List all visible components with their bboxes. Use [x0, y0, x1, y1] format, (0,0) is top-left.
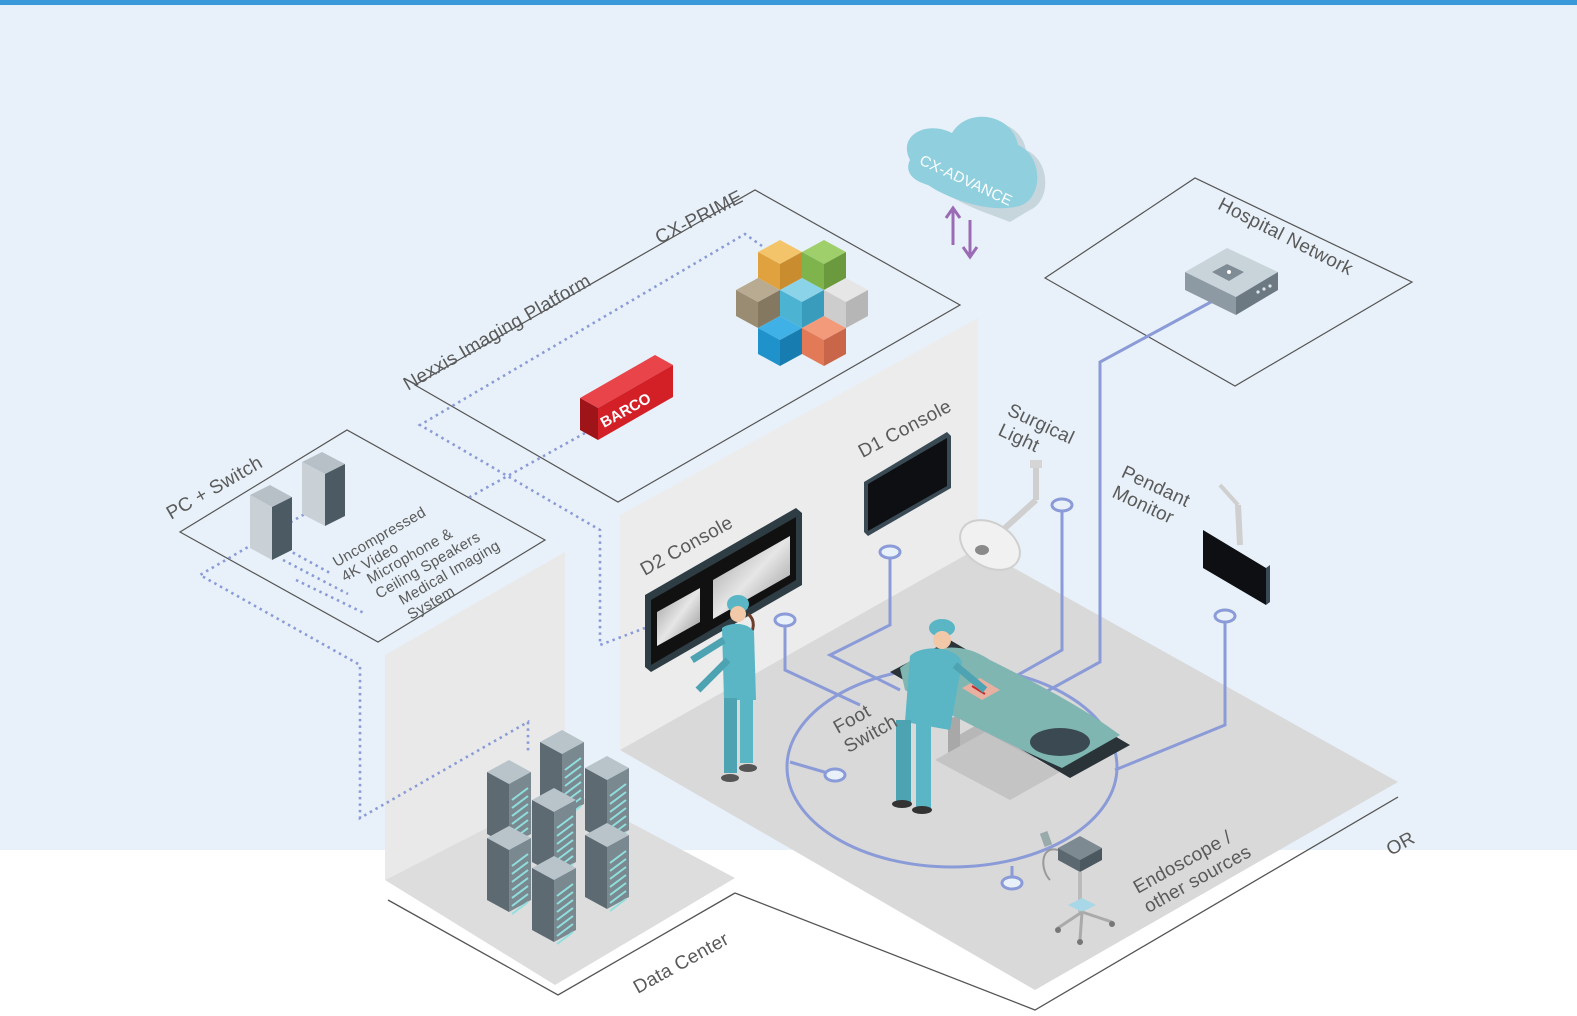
server-rack-slot	[564, 781, 582, 795]
top-accent-bar	[0, 0, 1577, 5]
router-icon	[1185, 248, 1278, 315]
cloud-icon	[906, 116, 1046, 222]
server-rack-face	[487, 838, 509, 912]
server-rack-slot	[511, 885, 529, 899]
server-rack-slot	[609, 898, 627, 912]
server-rack-slot	[609, 890, 627, 904]
connection-endpoints	[773, 497, 1237, 891]
server-rack-slot	[556, 891, 574, 905]
server-rack-slot	[564, 765, 582, 779]
server-rack-slot	[609, 882, 627, 896]
surgeon-figure-icon-2	[892, 619, 988, 814]
hospital-network-plane	[1043, 177, 1414, 387]
server-rack-slot	[556, 847, 574, 861]
pc-tower-icon-2	[302, 452, 345, 526]
server-rack-slot	[511, 811, 529, 825]
nexxis-platform-plane	[413, 189, 962, 503]
server-rack-slot	[609, 874, 627, 888]
server-rack-face	[532, 800, 554, 874]
server-rack-slot	[609, 799, 627, 813]
server-rack-slot	[556, 831, 574, 845]
server-rack-slot	[511, 795, 529, 809]
server-rack-slot	[609, 815, 627, 829]
dotted-connections	[197, 232, 763, 821]
server-rack-slot	[511, 877, 529, 891]
server-rack-slot	[511, 853, 529, 867]
server-rack-slot	[556, 839, 574, 853]
server-rack-slot	[511, 803, 529, 817]
server-rack-slot	[511, 869, 529, 883]
surgical-light-icon	[959, 460, 1042, 571]
server-rack-face	[585, 768, 607, 842]
server-rack-slot	[511, 893, 529, 907]
endoscope-cart-icon	[1039, 831, 1115, 945]
server-rack-slot	[556, 815, 574, 829]
pc-tower-icon	[250, 485, 292, 560]
server-rack-slot	[609, 866, 627, 880]
server-rack-slot	[609, 791, 627, 805]
server-rack-slot	[511, 901, 529, 915]
pc-switch-plane	[178, 429, 547, 643]
server-rack-slot	[511, 861, 529, 875]
server-rack-slot	[556, 899, 574, 913]
server-rack-slot	[556, 931, 574, 945]
sync-arrows-icon	[944, 205, 979, 260]
server-rack-slot	[609, 783, 627, 797]
server-rack-slot	[564, 757, 582, 771]
server-rack-face	[585, 835, 607, 909]
d1-console-display	[864, 432, 951, 536]
server-rack-slot	[556, 907, 574, 921]
server-rack-slot	[564, 773, 582, 787]
server-rack-slot	[609, 850, 627, 864]
surgeon-figure-icon	[690, 595, 757, 782]
server-rack-face	[532, 868, 554, 942]
server-rack-slot	[609, 807, 627, 821]
server-rack-slot	[556, 915, 574, 929]
server-rack-slot	[609, 858, 627, 872]
server-rack-face	[487, 772, 509, 846]
d2-console-display	[645, 508, 802, 672]
server-rack-slot	[511, 787, 529, 801]
server-rack-icon	[487, 730, 629, 945]
pendant-monitor-icon	[1203, 483, 1270, 605]
server-rack-slot	[556, 923, 574, 937]
server-rack-slot	[556, 823, 574, 837]
cube-cluster-icon	[736, 240, 868, 366]
server-rack-slot	[556, 883, 574, 897]
